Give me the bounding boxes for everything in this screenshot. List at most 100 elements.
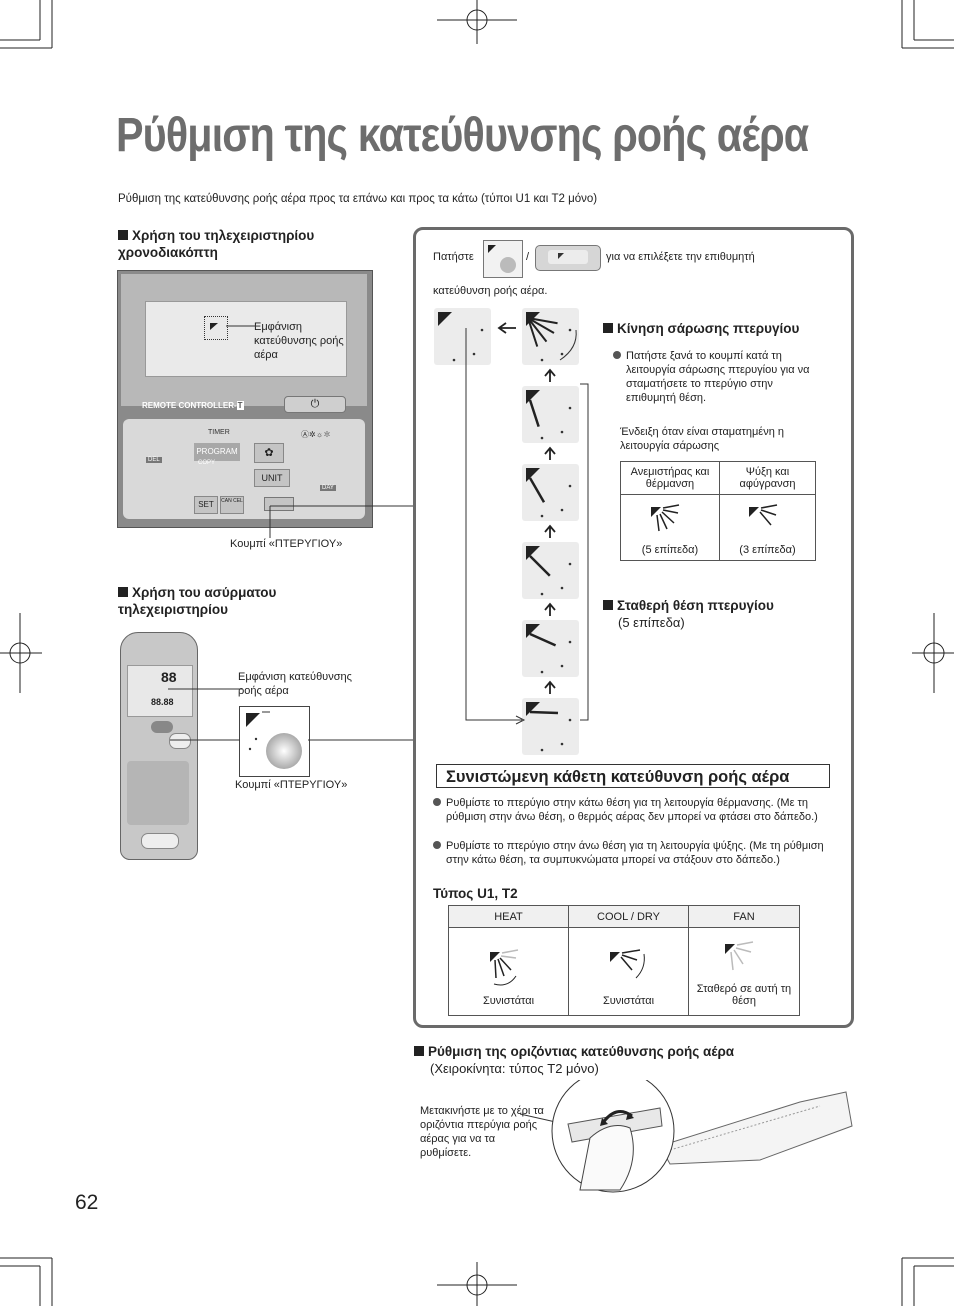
dot-mark [452, 358, 456, 362]
fixed-tile [522, 464, 579, 521]
airflow-panel [413, 227, 854, 1028]
fixed-heading: Σταθερή θέση πτερυγίου [603, 597, 774, 614]
cool-recommended-icon [609, 949, 645, 979]
swing-blade [527, 317, 558, 325]
day-label: DAY [320, 485, 336, 491]
square-bullet-icon [603, 600, 613, 610]
louver-position-diagram [434, 308, 579, 755]
dot-mark [560, 586, 564, 590]
swing-blade [527, 317, 539, 347]
dot-mark [560, 664, 564, 668]
bullet-dot-icon [613, 351, 621, 359]
press-line2: κατεύθυνση ροής αέρα. [433, 285, 548, 297]
wireless-button-callout: Κουμπί «ΠΤΕΡΥΓΙΟΥ» [235, 779, 348, 791]
louver-corner-icon [438, 312, 452, 326]
stopped-header-cool: Ψύξη και αφύγρανση [719, 461, 816, 495]
dot-mark [568, 718, 572, 722]
fixed-blade [529, 710, 559, 715]
bullet-item: Ρυθμίστε το πτερύγιο στην κάτω θέση για … [433, 796, 830, 824]
swing-heading: Κίνηση σάρωσης πτερυγίου [603, 320, 799, 337]
dot-mark [540, 436, 544, 440]
cool-dry-louver-icon [748, 504, 777, 526]
timer-key-label: TIMER [208, 429, 230, 436]
dot-mark [480, 328, 484, 332]
louver-corner-icon [526, 702, 540, 716]
set-button[interactable]: SET [194, 496, 218, 514]
dot-mark [472, 352, 476, 356]
cancel-button[interactable]: CAN CEL [220, 496, 244, 514]
page-title: Ρύθμιση της κατεύθυνσης ροής αέρα [116, 109, 809, 162]
wireless-lcd-digits: 88 [161, 669, 177, 685]
dot-mark [540, 358, 544, 362]
unit-button[interactable]: UNIT [254, 469, 290, 487]
press-separator: / [526, 251, 530, 263]
swing-text: Πατήστε ξανά το κουμπί κατά τη λειτουργί… [613, 349, 824, 405]
fixed-sub: (5 επίπεδα) [618, 615, 685, 630]
fan-caption: Σταθερό σε αυτή τη θέση [696, 983, 792, 1007]
stopped-level-cool: (3 επίπεδα) [739, 544, 796, 556]
up-arrow-icon [544, 368, 556, 382]
dot-mark [568, 640, 572, 644]
intro-text: Ρύθμιση της κατεύθυνσης ροής αέρα προς τ… [118, 193, 598, 205]
brand-badge: T [236, 401, 244, 410]
initial-tile [434, 308, 491, 365]
horizontal-heading: Ρύθμιση της οριζόντιας κατεύθυνσης ροής … [414, 1043, 734, 1060]
swing-blade [527, 317, 548, 343]
dot-mark [568, 406, 572, 410]
fixed-blade [528, 477, 546, 503]
fixed-blade [529, 632, 557, 647]
program-button[interactable]: PROGRAM [194, 443, 240, 461]
heat-caption: Συνιστάται [482, 995, 535, 1007]
square-bullet-icon [118, 587, 128, 597]
mode-header-heat: HEAT [448, 905, 569, 928]
fan-fixed-icon [725, 941, 754, 971]
timer-button-callout: Κουμπί «ΠΤΕΡΥΓΙΟΥ» [230, 538, 343, 550]
dot-mark [540, 592, 544, 596]
copy-label: COPY [198, 460, 216, 466]
press-suffix: για να επιλέξετε την επιθυμητή [606, 251, 755, 263]
dot-mark [540, 748, 544, 752]
dot-mark [568, 562, 572, 566]
up-arrow-icon [544, 602, 556, 616]
cool-caption: Συνιστάται [602, 995, 655, 1007]
dot-mark [540, 514, 544, 518]
louver-button-icon[interactable] [483, 240, 523, 278]
fan-heat-louver-icon [651, 504, 680, 532]
bullet-dot-icon [433, 798, 441, 806]
stopped-level-heat: (5 επίπεδα) [641, 544, 699, 556]
wireless-power-button[interactable] [151, 721, 173, 733]
recommended-title: Συνιστώμενη κάθετη κατεύθυνση ροής αέρα [436, 764, 830, 788]
heat-recommended-icon [489, 949, 518, 986]
horizontal-callout: Μετακινήστε με το χέρι τα οριζόντια πτερ… [420, 1105, 544, 1159]
square-bullet-icon [118, 230, 128, 240]
louver-button-wireless[interactable] [169, 733, 191, 749]
up-arrow-icon [544, 446, 556, 460]
left-arrow-icon [497, 322, 516, 334]
wireless-louver-button-zoom [239, 706, 310, 777]
swing-blade [527, 317, 555, 334]
fixed-tile [522, 386, 579, 443]
ceiling-unit-illustration [520, 1080, 853, 1193]
dot-mark [560, 508, 564, 512]
dot-mark [560, 430, 564, 434]
wireless-lcd-digits2: 88.88 [151, 697, 174, 707]
fan-button[interactable]: ✿ [254, 443, 284, 463]
wireless-display-callout: Εμφάνιση κατεύθυνσης ροής αέρα [238, 671, 352, 697]
power-button[interactable]: ⏻ [284, 396, 346, 413]
louver-button-timer[interactable] [264, 497, 294, 511]
dot-mark [540, 670, 544, 674]
dot-mark [568, 328, 572, 332]
mode-header-fan: FAN [688, 905, 800, 928]
timer-remote-heading: Χρήση του τηλεχειριστηρίου χρονοδιακόπτη [118, 228, 315, 260]
horizontal-sub: (Χειροκίνητα: τύπος T2 μόνο) [430, 1061, 599, 1076]
louver-key-icon[interactable] [535, 245, 601, 271]
timer-remote-image: Εμφάνιση κατεύθυνσης ροής αέρα REMOTE CO… [117, 270, 373, 528]
del-label: DEL [146, 457, 162, 463]
dot-mark [560, 352, 564, 356]
bullet-dot-icon [433, 841, 441, 849]
timer-remote-lcd: Εμφάνιση κατεύθυνσης ροής αέρα [145, 301, 347, 377]
mode-icons: Ⓐ✲☼✽ [301, 430, 332, 439]
